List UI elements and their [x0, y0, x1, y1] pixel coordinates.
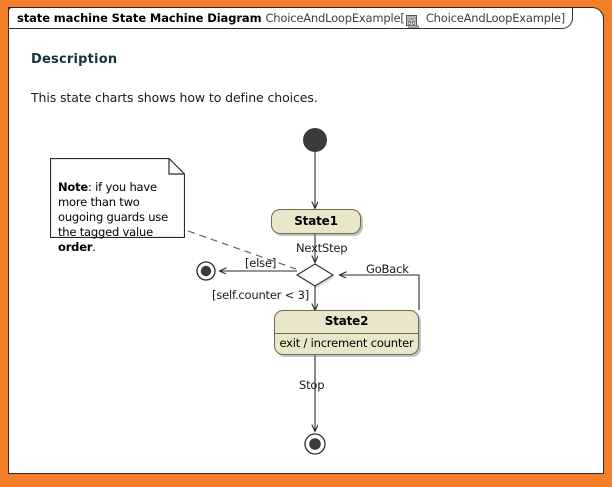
state-node-state1[interactable]: State1 [271, 209, 361, 234]
state2-name-label: State2 [324, 314, 369, 328]
initial-state-node[interactable] [303, 128, 327, 152]
state-node-state2[interactable]: State2 exit / increment counter [274, 310, 419, 355]
diagram-qualified-name: ChoiceAndLoopExample [425, 11, 561, 25]
note-box[interactable]: Note: if you have more than two ougoing … [49, 157, 186, 254]
diagram-title-tab[interactable]: state machine State Machine Diagram Choi… [8, 7, 574, 29]
note-text: Note: if you have more than two ougoing … [58, 180, 180, 255]
diagram-kind-label: state machine State Machine Diagram [17, 11, 262, 25]
state2-compartment-divider [275, 333, 418, 334]
state2-body-label: exit / increment counter [279, 336, 414, 350]
edge-state2-to-choice-goback [340, 275, 420, 310]
state-machine-icon [405, 13, 419, 28]
note-body-4: tagged value [79, 225, 153, 239]
note-body-5: . [92, 240, 96, 254]
diagram-name-label: ChoiceAndLoopExample [265, 11, 401, 25]
transition-label-goback: GoBack [366, 262, 409, 276]
final-state-else-node[interactable] [196, 261, 216, 281]
transition-label-else: [else] [245, 256, 277, 270]
description-heading: Description [31, 52, 118, 67]
diagram-frame [8, 7, 604, 474]
description-text: This state charts shows how to define ch… [31, 90, 318, 105]
choice-pseudostate-node[interactable] [295, 263, 335, 288]
note-body-2: than two ougoing [58, 195, 140, 224]
bracket-close: ] [560, 11, 566, 25]
final-state-stop-node[interactable] [304, 433, 326, 455]
note-body-3: guards use the [58, 210, 168, 239]
note-shape [49, 157, 186, 239]
note-body-1: : if you have more [58, 180, 157, 209]
transition-label-stop: Stop [299, 378, 325, 392]
state-machine-canvas [187, 128, 420, 455]
state1-label: State1 [294, 214, 338, 228]
transition-label-nextstep: NextStep [296, 241, 348, 255]
bracket-open: [ [400, 11, 405, 25]
note-lead: Note [58, 180, 89, 194]
transition-label-guard: [self.counter < 3] [212, 288, 310, 302]
note-emphasis: order [58, 240, 93, 254]
